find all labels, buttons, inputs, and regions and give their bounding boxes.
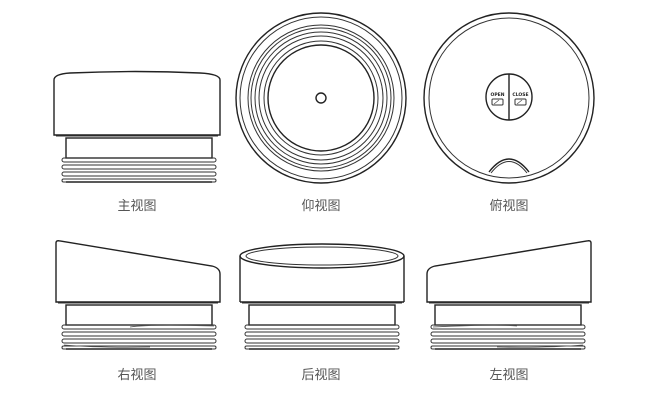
top-view-caption: 俯视图 [489, 199, 529, 214]
rear-view-caption: 后视图 [301, 368, 341, 383]
left-view-drawing [426, 240, 592, 350]
right-view-drawing [55, 240, 221, 350]
knob-close-label: CLOSE [512, 92, 528, 98]
rear-view-drawing [239, 243, 405, 350]
right-view-caption: 右视图 [117, 368, 157, 383]
front-view-drawing [53, 70, 221, 183]
knob-open-label: OPEN [491, 92, 505, 98]
front-view-caption: 主视图 [117, 199, 157, 214]
top-view-drawing: OPEN CLOSE [423, 12, 595, 184]
bottom-view-drawing [235, 12, 407, 184]
left-view-caption: 左视图 [489, 368, 529, 383]
bottom-view-caption: 仰视图 [301, 199, 341, 214]
